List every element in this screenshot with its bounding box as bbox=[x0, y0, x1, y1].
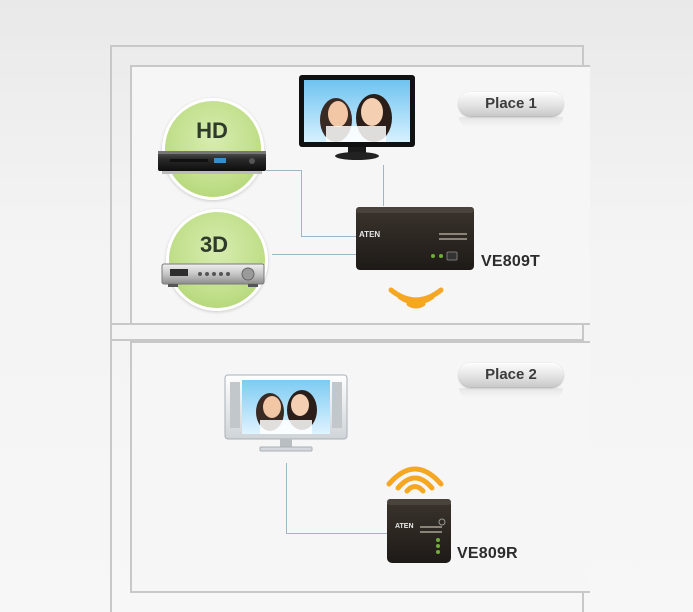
receiver-brand: ATEN bbox=[395, 523, 414, 530]
receiver-device bbox=[387, 499, 451, 563]
place2-pill: Place 2 bbox=[459, 363, 563, 387]
wire-monitor-vertical bbox=[286, 463, 287, 533]
blu-ray-player-icon bbox=[158, 151, 266, 174]
wire-hd-vertical bbox=[301, 170, 302, 236]
av-receiver-icon bbox=[161, 263, 265, 287]
wire-hd-horizontal bbox=[266, 170, 302, 171]
place1-pill-reflection bbox=[459, 117, 563, 127]
hd-source-label: HD bbox=[196, 118, 228, 143]
hd-source-circle bbox=[162, 98, 264, 200]
tv-icon bbox=[299, 75, 415, 160]
3d-source-label: 3D bbox=[199, 232, 229, 257]
wire-tv-to-transmitter bbox=[383, 165, 384, 206]
wire-3d-to-transmitter bbox=[272, 254, 357, 255]
wire-monitor-to-receiver bbox=[286, 533, 388, 534]
transmitter-model-label: VE809T bbox=[481, 253, 541, 270]
receiver-model-label: VE809R bbox=[457, 545, 518, 562]
wire-hd-to-transmitter bbox=[301, 236, 357, 237]
transmitter-brand: ATEN bbox=[359, 230, 381, 239]
3d-source-circle bbox=[166, 209, 268, 311]
wireless-signal-icon bbox=[386, 466, 444, 494]
monitor-icon bbox=[224, 374, 348, 452]
place1-pill: Place 1 bbox=[459, 92, 563, 116]
place2-pill-reflection bbox=[459, 388, 563, 398]
transmitter-device bbox=[356, 207, 474, 270]
wireless-signal-icon bbox=[388, 287, 444, 309]
